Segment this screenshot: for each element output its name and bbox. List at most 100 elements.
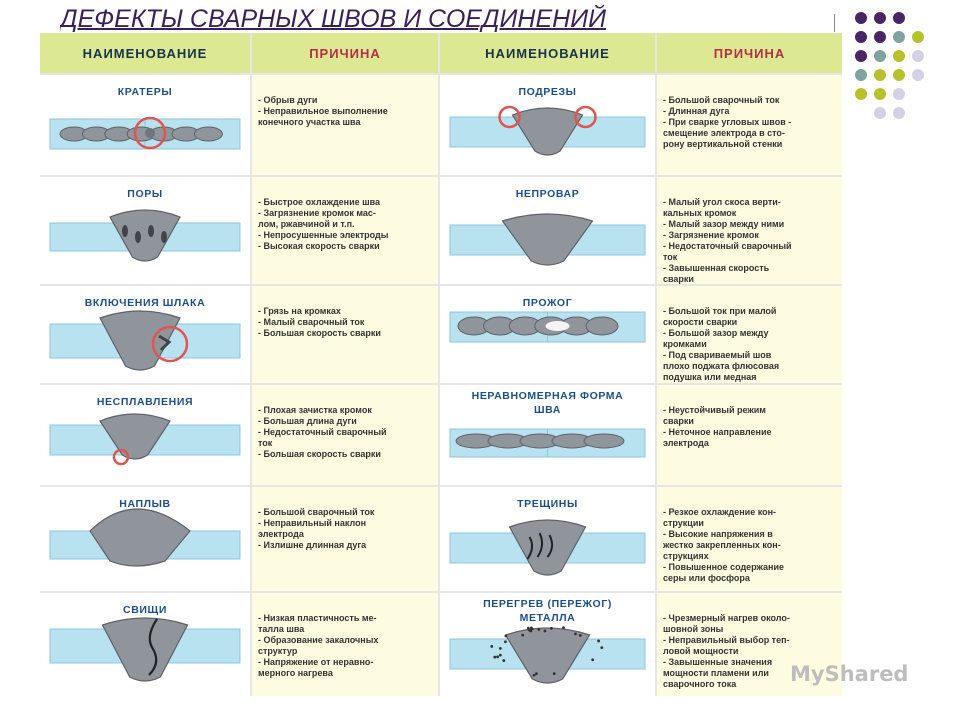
defect-cause-cell: - Обрыв дуги- Неправильное выполнениекон… [252, 75, 438, 175]
decorative-dot [912, 31, 924, 43]
cause-line: - Чрезмерный нагрев около- [663, 613, 838, 624]
cause-line: - Грязь на кромках [258, 306, 434, 317]
cause-line: скорости сварки [663, 317, 838, 328]
defect-name-cell: ТРЕЩИНЫ [440, 487, 655, 591]
decorative-dot [893, 12, 905, 24]
decorative-dot [893, 88, 905, 100]
pore [122, 225, 128, 237]
overheat-dot [537, 628, 540, 631]
decorative-dot [874, 69, 886, 81]
cause-line: - При сварке угловых швов - [663, 117, 838, 128]
cause-line: кальных кромок [663, 208, 838, 219]
overheat-dot [579, 634, 582, 637]
cause-list: - Большой ток при малойскорости сварки- … [663, 306, 838, 383]
defect-name-cell: НЕСПЛАВЛЕНИЯ [40, 385, 250, 485]
overheat-dot [550, 627, 553, 630]
decorative-dot [855, 12, 867, 24]
cause-line: структур [258, 646, 434, 657]
overheat-dot [544, 630, 547, 633]
cause-list: - Низкая пластичность ме-талла шва- Обра… [258, 613, 434, 679]
weld-seam [110, 210, 180, 261]
cause-list: - Плохая зачистка кромок- Большая длина … [258, 405, 434, 460]
cause-line: - Большой сварочный ток [258, 507, 434, 518]
decorative-dot [912, 69, 924, 81]
defect-name-cell: ПОДРЕЗЫ [440, 75, 655, 175]
defect-illustration [440, 593, 655, 696]
cause-line: - Неправильный выбор теп- [663, 635, 838, 646]
decorative-dot [855, 88, 867, 100]
defect-illustration [40, 177, 250, 284]
defect-illustration [40, 75, 250, 175]
cause-line: шовной зоны [663, 624, 838, 635]
cause-line: - Малый зазор между ними [663, 219, 838, 230]
cause-line: электрода [663, 438, 838, 449]
overheat-dot [504, 640, 507, 643]
defect-cause-cell: - Неустойчивый режимсварки- Неточное нап… [657, 385, 842, 485]
weld-seam [510, 520, 586, 575]
cause-line: струкции [663, 518, 838, 529]
pore [135, 231, 141, 243]
overheat-dot [597, 640, 600, 643]
overheat-dot [493, 656, 496, 659]
defect-cause-cell: - Большой ток при малойскорости сварки- … [657, 286, 842, 383]
decorative-dot [874, 31, 886, 43]
decorative-dot [855, 69, 867, 81]
defect-name-cell: ПЕРЕГРЕВ (ПЕРЕЖОГ) МЕТАЛЛА [440, 593, 655, 696]
cause-line: ловой мощности [663, 646, 838, 657]
cause-list: - Быстрое охлаждение шва- Загрязнение кр… [258, 197, 434, 252]
cause-line: ток [258, 438, 434, 449]
burn-through [546, 321, 570, 331]
cause-line: - Плохая зачистка кромок [258, 405, 434, 416]
weld-bead [586, 317, 618, 335]
cause-line: смещение электрода в сто- [663, 128, 838, 139]
cause-list: - Малый угол скоса верти-кальных кромок-… [663, 197, 838, 284]
defect-cause-cell: - Быстрое охлаждение шва- Загрязнение кр… [252, 177, 438, 284]
defect-cause-cell: - Плохая зачистка кромок- Большая длина … [252, 385, 438, 485]
cause-line: - Малый сварочный ток [258, 317, 434, 328]
cause-line: - Большой ток при малой [663, 306, 838, 317]
defect-name-cell: НЕПРОВАР [440, 177, 655, 284]
cause-line: лом, ржавчиной и т.п. [258, 219, 434, 230]
defect-cause-cell: - Низкая пластичность ме-талла шва- Обра… [252, 593, 438, 696]
defect-name-cell: ВКЛЮЧЕНИЯ ШЛАКА [40, 286, 250, 383]
defect-illustration [440, 177, 655, 284]
overheat-dot [499, 647, 502, 650]
cause-line: жестко закрепленных кон- [663, 540, 838, 551]
defect-cause-cell: - Большой сварочный ток- Неправильный на… [252, 487, 438, 591]
overheat-dot [535, 672, 538, 675]
cause-line: - Неустойчивый режим [663, 405, 838, 416]
decorative-dot [893, 31, 905, 43]
cause-line: - Низкая пластичность ме- [258, 613, 434, 624]
overheat-dot [499, 654, 502, 657]
decorative-dot [874, 12, 886, 24]
cause-line: - Большой зазор между [663, 328, 838, 339]
decorative-dot [912, 50, 924, 62]
cause-line: - Большой сварочный ток [663, 95, 838, 106]
cause-line: - Неправильное выполнение [258, 106, 434, 117]
decorative-dot [874, 88, 886, 100]
overheat-dot [521, 634, 524, 637]
decorative-dot [893, 50, 905, 62]
overheat-dot [591, 658, 594, 661]
slide-title: ДЕФЕКТЫ СВАРНЫХ ШВОВ И СОЕДИНЕНИЙ [60, 2, 840, 36]
cause-list: - Грязь на кромках- Малый сварочный ток-… [258, 306, 434, 339]
cause-line: плохо поджата флюсовая [663, 361, 838, 372]
overheat-dot [490, 645, 493, 648]
cause-line: - Загрязнение кромок [663, 230, 838, 241]
cause-line: - Непросушенные электроды [258, 230, 434, 241]
cause-line: сварки [663, 416, 838, 427]
decorative-dot [893, 69, 905, 81]
overheat-dot [527, 627, 530, 630]
cause-list: - Неустойчивый режимсварки- Неточное нап… [663, 405, 838, 449]
header-cause-right: ПРИЧИНА [657, 33, 842, 73]
weld-seam [513, 108, 583, 155]
cause-line: - Неточное направление [663, 427, 838, 438]
decorative-dot [855, 50, 867, 62]
cause-line: - Недостаточный сварочный [663, 241, 838, 252]
overheat-dot [505, 635, 508, 638]
defect-name-cell: НЕРАВНОМЕРНАЯ ФОРМА ШВА [440, 385, 655, 485]
cause-list: - Резкое охлаждение кон-струкции- Высоки… [663, 507, 838, 584]
weld-seam [506, 628, 590, 683]
cause-line: конечного участка шва [258, 117, 434, 128]
defect-illustration [40, 385, 250, 485]
